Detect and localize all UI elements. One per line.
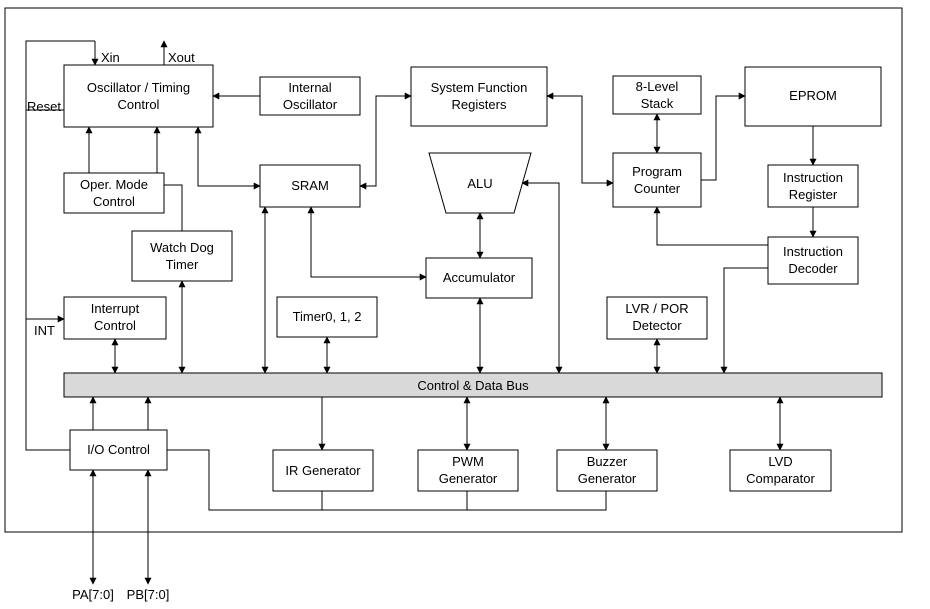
oscillator-label-1: Oscillator / Timing bbox=[87, 80, 190, 95]
instruction-register-block: Instruction Register bbox=[767, 164, 859, 208]
ir-generator-block: IR Generator bbox=[272, 449, 374, 492]
io-control-block: I/O Control bbox=[69, 429, 168, 471]
connections bbox=[25, 40, 817, 585]
oper-mode-label-2: Control bbox=[93, 194, 135, 209]
buzzer-label-2: Generator bbox=[578, 471, 637, 486]
buzzer-label-1: Buzzer bbox=[587, 454, 628, 469]
sfr-label-1: System Function bbox=[431, 80, 528, 95]
osc-sram-wire bbox=[194, 126, 261, 190]
pa-label: PA[7:0] bbox=[72, 587, 114, 602]
sfr-pc-wire bbox=[546, 92, 614, 187]
interrupt-control-block: Interrupt Control bbox=[63, 296, 167, 340]
program-counter-label-1: Program bbox=[632, 164, 682, 179]
decoder-pc-wire bbox=[653, 206, 768, 246]
ir-generator-label: IR Generator bbox=[285, 463, 361, 478]
lvr-label-2: Detector bbox=[632, 318, 682, 333]
alu-block: ALU bbox=[428, 152, 532, 214]
pb-label: PB[7:0] bbox=[127, 587, 170, 602]
pc-eprom-wire bbox=[701, 92, 746, 181]
oscillator-label-2: Control bbox=[118, 97, 160, 112]
xout-label: Xout bbox=[168, 50, 195, 65]
oper-mode-label-1: Oper. Mode bbox=[80, 177, 148, 192]
timer-label: Timer0, 1, 2 bbox=[293, 309, 362, 324]
stack-label-2: Stack bbox=[641, 96, 674, 111]
watchdog-label-1: Watch Dog bbox=[150, 240, 214, 255]
buzzer-generator-block: Buzzer Generator bbox=[556, 449, 658, 492]
xin-label: Xin bbox=[101, 50, 120, 65]
instruction-decoder-label-1: Instruction bbox=[783, 244, 843, 259]
lvd-comparator-block: LVD Comparator bbox=[729, 449, 832, 492]
stack-block: 8-Level Stack bbox=[612, 75, 702, 115]
watchdog-block: Watch Dog Timer bbox=[131, 230, 233, 282]
oscillator-block: Oscillator / Timing Control bbox=[63, 64, 214, 128]
instruction-decoder-label-2: Decoder bbox=[788, 261, 838, 276]
eprom-block: EPROM bbox=[744, 66, 882, 127]
watchdog-osc-wire bbox=[153, 126, 183, 231]
pwm-generator-block: PWM Generator bbox=[417, 449, 519, 492]
decoder-bus-wire bbox=[720, 267, 768, 374]
sram-label: SRAM bbox=[291, 178, 329, 193]
peripheral-out-wire bbox=[167, 449, 607, 511]
lvr-label-1: LVR / POR bbox=[625, 301, 688, 316]
instruction-decoder-block: Instruction Decoder bbox=[767, 236, 859, 285]
sram-block: SRAM bbox=[259, 164, 361, 208]
chip-boundary bbox=[4, 7, 903, 533]
control-data-bus: Control & Data Bus bbox=[63, 372, 883, 398]
pwm-label-2: Generator bbox=[439, 471, 498, 486]
lvr-por-block: LVR / POR Detector bbox=[606, 296, 708, 340]
lvd-label-1: LVD bbox=[768, 454, 792, 469]
reset-loop-wire bbox=[25, 40, 95, 111]
sfr-block: System Function Registers bbox=[410, 66, 548, 127]
sram-sfr-wire bbox=[359, 92, 412, 190]
watchdog-label-2: Timer bbox=[166, 257, 199, 272]
io-loop-wire bbox=[25, 110, 70, 451]
io-control-label: I/O Control bbox=[87, 442, 150, 457]
accumulator-block: Accumulator bbox=[425, 257, 533, 299]
bus-label: Control & Data Bus bbox=[417, 378, 529, 393]
oper-mode-block: Oper. Mode Control bbox=[63, 172, 165, 214]
program-counter-block: Program Counter bbox=[612, 152, 702, 208]
timer-block: Timer0, 1, 2 bbox=[276, 296, 378, 338]
alu-label: ALU bbox=[467, 176, 492, 191]
instruction-register-label-2: Register bbox=[789, 187, 838, 202]
sfr-label-2: Registers bbox=[452, 97, 507, 112]
alu-bus-wire bbox=[521, 179, 563, 374]
eprom-label: EPROM bbox=[789, 88, 837, 103]
int-label: INT bbox=[34, 323, 55, 338]
interrupt-label-2: Control bbox=[94, 318, 136, 333]
stack-label-1: 8-Level bbox=[636, 79, 679, 94]
internal-oscillator-block: Internal Oscillator bbox=[259, 76, 361, 116]
internal-osc-label-2: Oscillator bbox=[283, 97, 338, 112]
interrupt-label-1: Interrupt bbox=[91, 301, 140, 316]
internal-osc-label-1: Internal bbox=[288, 80, 331, 95]
pwm-label-1: PWM bbox=[452, 454, 484, 469]
sram-acc-wire bbox=[307, 206, 427, 281]
instruction-register-label-1: Instruction bbox=[783, 170, 843, 185]
lvd-label-2: Comparator bbox=[746, 471, 815, 486]
accumulator-label: Accumulator bbox=[443, 270, 516, 285]
program-counter-label-2: Counter bbox=[634, 181, 681, 196]
reset-label: Reset bbox=[27, 99, 61, 114]
